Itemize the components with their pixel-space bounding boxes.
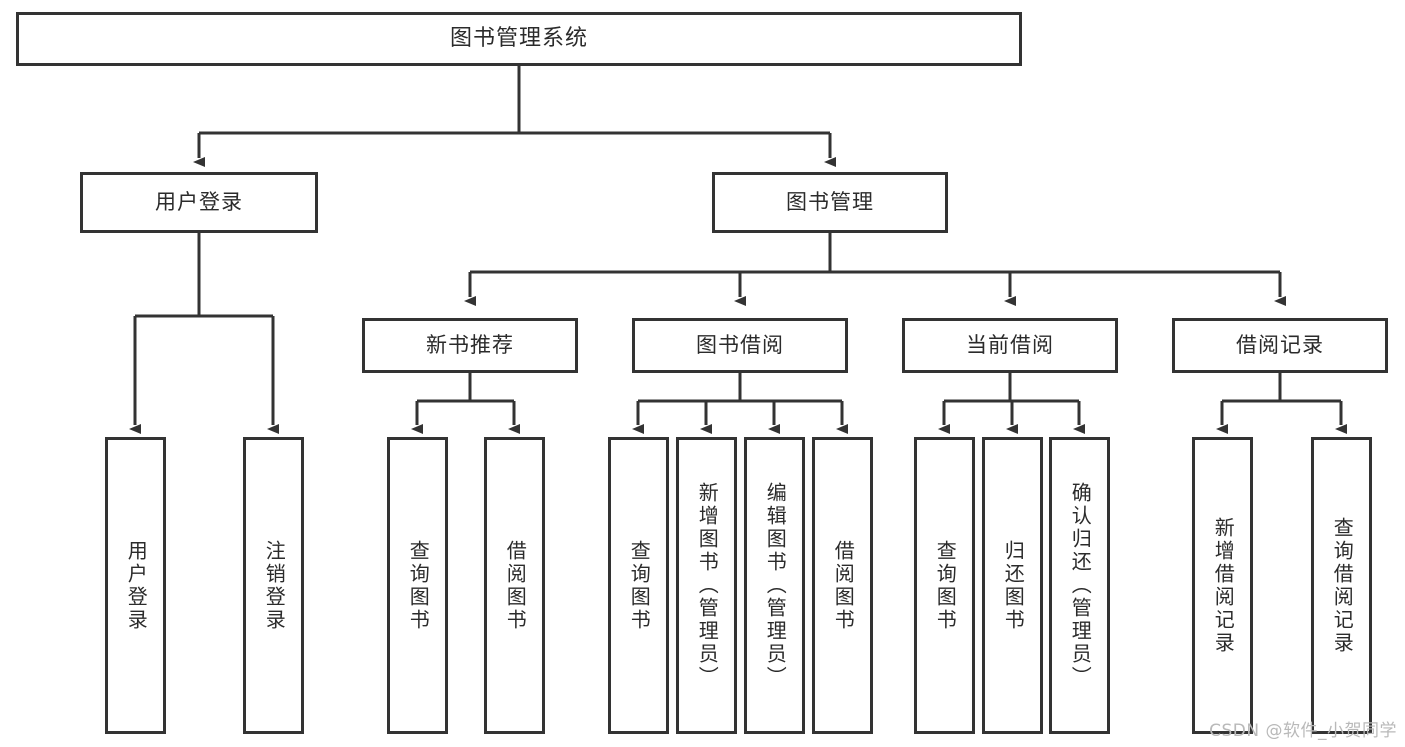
node-leaf-add-book-label: 新增图书（管理员） [695, 482, 720, 689]
csdn-watermark: CSDN @软件_小贺同学 [1209, 721, 1397, 741]
node-book-manage-label: 图书管理 [786, 189, 874, 214]
node-leaf-user-login[interactable]: 用户登录 [105, 437, 166, 734]
node-book-manage[interactable]: 图书管理 [712, 172, 948, 233]
node-leaf-logout-label: 注销登录 [262, 539, 287, 632]
node-leaf-query-book-3-label: 查询图书 [933, 539, 958, 632]
node-leaf-edit-book[interactable]: 编辑图书（管理员） [744, 437, 805, 734]
node-leaf-return-book-label: 归还图书 [1001, 539, 1026, 632]
node-leaf-borrow-book-1-label: 借阅图书 [503, 539, 528, 632]
node-leaf-borrow-book-2[interactable]: 借阅图书 [812, 437, 873, 734]
node-book-borrow-label: 图书借阅 [696, 332, 784, 357]
node-leaf-query-book-2-label: 查询图书 [627, 539, 652, 632]
node-new-book-recommend[interactable]: 新书推荐 [362, 318, 578, 373]
node-root-label: 图书管理系统 [449, 25, 588, 51]
node-leaf-query-book-1-label: 查询图书 [406, 539, 431, 632]
node-leaf-add-record-label: 新增借阅记录 [1211, 516, 1236, 655]
node-root[interactable]: 图书管理系统 [16, 12, 1022, 66]
node-leaf-borrow-book-2-label: 借阅图书 [831, 539, 856, 632]
node-new-book-recommend-label: 新书推荐 [426, 332, 514, 357]
node-leaf-confirm-return[interactable]: 确认归还（管理员） [1049, 437, 1110, 734]
node-book-borrow[interactable]: 图书借阅 [632, 318, 848, 373]
node-borrow-record[interactable]: 借阅记录 [1172, 318, 1388, 373]
node-current-borrow-label: 当前借阅 [966, 332, 1054, 357]
node-leaf-edit-book-label: 编辑图书（管理员） [763, 482, 788, 689]
node-leaf-borrow-book-1[interactable]: 借阅图书 [484, 437, 545, 734]
node-leaf-add-book[interactable]: 新增图书（管理员） [676, 437, 737, 734]
node-borrow-record-label: 借阅记录 [1236, 332, 1324, 357]
node-leaf-query-record-label: 查询借阅记录 [1330, 516, 1355, 655]
node-leaf-add-record[interactable]: 新增借阅记录 [1192, 437, 1253, 734]
node-leaf-query-book-2[interactable]: 查询图书 [608, 437, 669, 734]
node-current-borrow[interactable]: 当前借阅 [902, 318, 1118, 373]
node-leaf-return-book[interactable]: 归还图书 [982, 437, 1043, 734]
node-leaf-confirm-return-label: 确认归还（管理员） [1068, 482, 1093, 689]
node-leaf-logout[interactable]: 注销登录 [243, 437, 304, 734]
node-leaf-user-login-label: 用户登录 [124, 539, 149, 632]
node-leaf-query-book-3[interactable]: 查询图书 [914, 437, 975, 734]
node-leaf-query-book-1[interactable]: 查询图书 [387, 437, 448, 734]
node-user-login-label: 用户登录 [155, 189, 243, 214]
node-leaf-query-record[interactable]: 查询借阅记录 [1311, 437, 1372, 734]
node-user-login[interactable]: 用户登录 [80, 172, 318, 233]
